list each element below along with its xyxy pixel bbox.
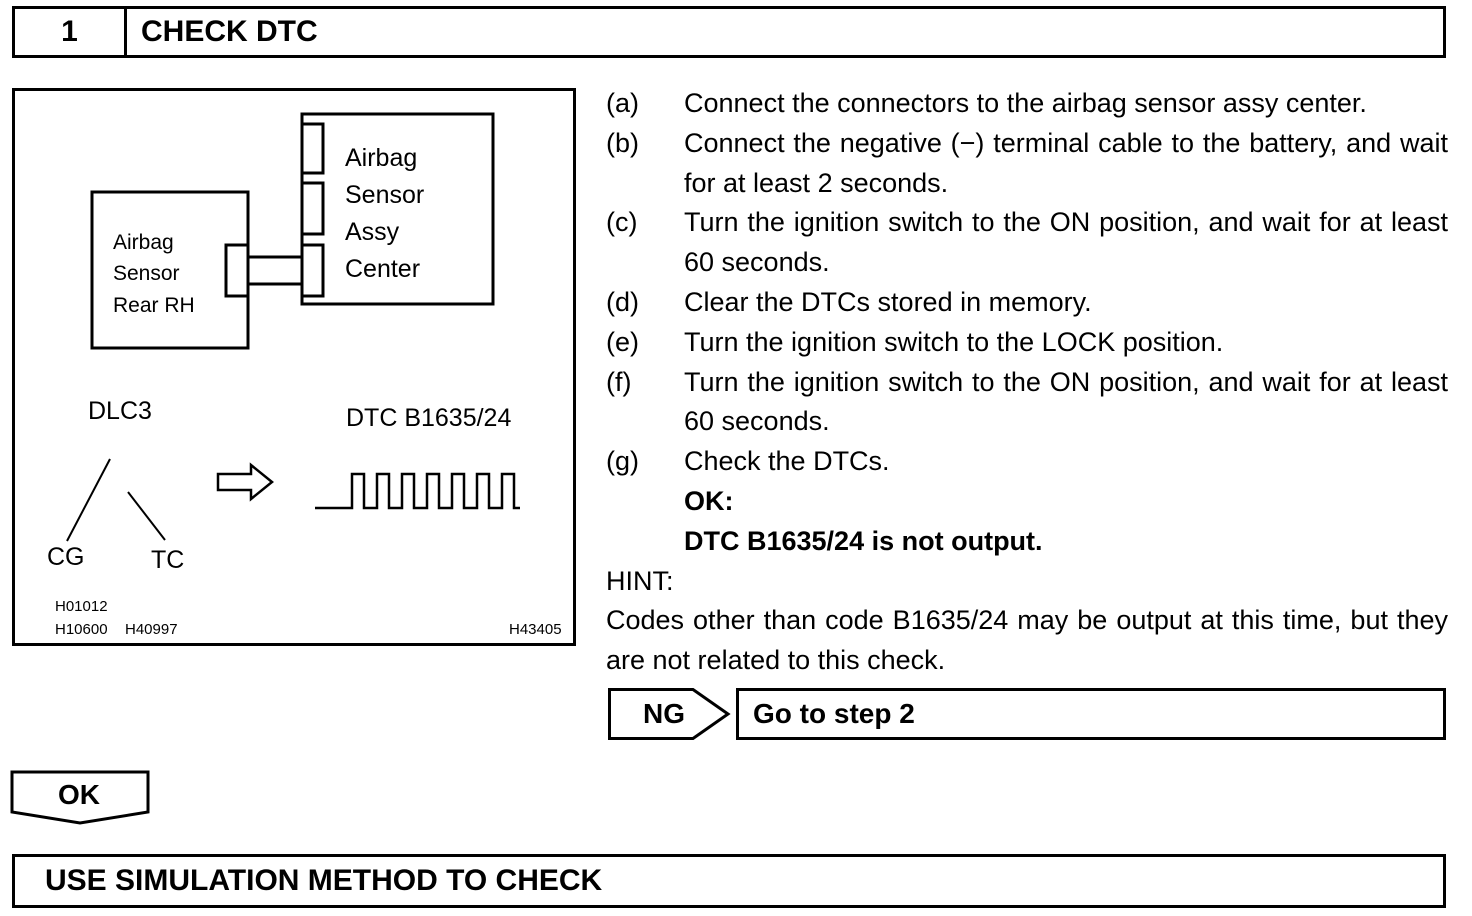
figure-code-2: H10600 bbox=[55, 621, 108, 638]
ok-arrow-shape bbox=[10, 770, 150, 825]
figure-code-3: H40997 bbox=[125, 621, 178, 638]
hollow-arrow-icon bbox=[216, 462, 274, 502]
ng-arrow-shape bbox=[608, 688, 731, 740]
instruction-item: (e) Turn the ignition switch to the LOCK… bbox=[606, 323, 1448, 363]
instruction-item: (c) Turn the ignition switch to the ON p… bbox=[606, 203, 1448, 283]
tc-lead bbox=[127, 491, 166, 541]
instruction-text: Connect the connectors to the airbag sen… bbox=[684, 88, 1367, 118]
dlc3-label: DLC3 bbox=[88, 397, 152, 425]
rear-sensor-label-1: Airbag bbox=[113, 231, 174, 254]
center-connector-3 bbox=[300, 243, 325, 298]
instruction-letter: (c) bbox=[606, 207, 638, 238]
figure-code-1: H01012 bbox=[55, 598, 108, 615]
ng-tag: NG bbox=[608, 688, 732, 740]
instruction-text: Connect the negative (−) terminal cable … bbox=[684, 127, 1448, 198]
ok-label: OK bbox=[58, 779, 100, 810]
tc-label: TC bbox=[151, 546, 185, 574]
instruction-item: (g) Check the DTCs. bbox=[606, 442, 1448, 482]
instruction-item: (b) Connect the negative (−) terminal ca… bbox=[606, 124, 1448, 204]
wiring-diagram bbox=[66, 112, 520, 542]
rear-sensor-label-3: Rear RH bbox=[113, 294, 195, 317]
hint-title: HINT: bbox=[606, 565, 674, 596]
dtc-label: DTC B1635/24 bbox=[346, 404, 512, 432]
rear-sensor-label-2: Sensor bbox=[113, 262, 180, 285]
center-sensor-label-4: Center bbox=[345, 255, 421, 283]
instruction-letter: (g) bbox=[606, 446, 639, 477]
cg-label: CG bbox=[47, 543, 85, 571]
ok-tag: OK bbox=[10, 770, 152, 826]
instruction-text: Check the DTCs. bbox=[684, 446, 890, 477]
instruction-text: Turn the ignition switch to the LOCK pos… bbox=[684, 326, 1224, 357]
instruction-item: (a) Connect the connectors to the airbag… bbox=[606, 84, 1448, 124]
center-connector-1 bbox=[300, 122, 325, 175]
instruction-letter: (a) bbox=[606, 88, 639, 118]
instruction-text: Turn the ignition switch to the ON posit… bbox=[684, 366, 1448, 437]
instruction-letter: (e) bbox=[606, 326, 639, 357]
cg-lead bbox=[66, 458, 111, 542]
instruction-text: Clear the DTCs stored in memory. bbox=[684, 286, 1092, 317]
ng-label: NG bbox=[643, 698, 685, 729]
dtc-pulse-waveform bbox=[315, 472, 520, 510]
instruction-item: (f) Turn the ignition switch to the ON p… bbox=[606, 363, 1448, 443]
instruction-letter: (d) bbox=[606, 286, 639, 317]
center-sensor-label-3: Assy bbox=[345, 218, 400, 246]
instruction-letter: (f) bbox=[606, 366, 632, 397]
ok-result-title: OK: bbox=[684, 485, 734, 516]
instruction-list: (a) Connect the connectors to the airbag… bbox=[606, 84, 1448, 681]
step-header: 1 CHECK DTC bbox=[12, 6, 1446, 58]
instruction-item: (d) Clear the DTCs stored in memory. bbox=[606, 283, 1448, 323]
instruction-letter: (b) bbox=[606, 127, 639, 158]
step-title: CHECK DTC bbox=[141, 15, 318, 48]
wiring-figure: Airbag Sensor Rear RH Airbag Sensor Assy… bbox=[12, 88, 576, 646]
rear-sensor-connector bbox=[224, 243, 250, 298]
step-number: 1 bbox=[15, 9, 127, 55]
center-sensor-label-1: Airbag bbox=[345, 144, 418, 172]
go-to-step-2-link[interactable]: Go to step 2 bbox=[736, 688, 1446, 740]
hint-text: Codes other than code B1635/24 may be ou… bbox=[606, 605, 1448, 676]
figure-code-4: H43405 bbox=[509, 621, 562, 638]
instruction-text: Turn the ignition switch to the ON posit… bbox=[684, 207, 1448, 278]
center-connector-2 bbox=[300, 181, 325, 236]
ok-result-text: DTC B1635/24 is not output. bbox=[684, 525, 1043, 556]
next-step-header: USE SIMULATION METHOD TO CHECK bbox=[12, 854, 1446, 908]
center-sensor-label-2: Sensor bbox=[345, 181, 425, 209]
